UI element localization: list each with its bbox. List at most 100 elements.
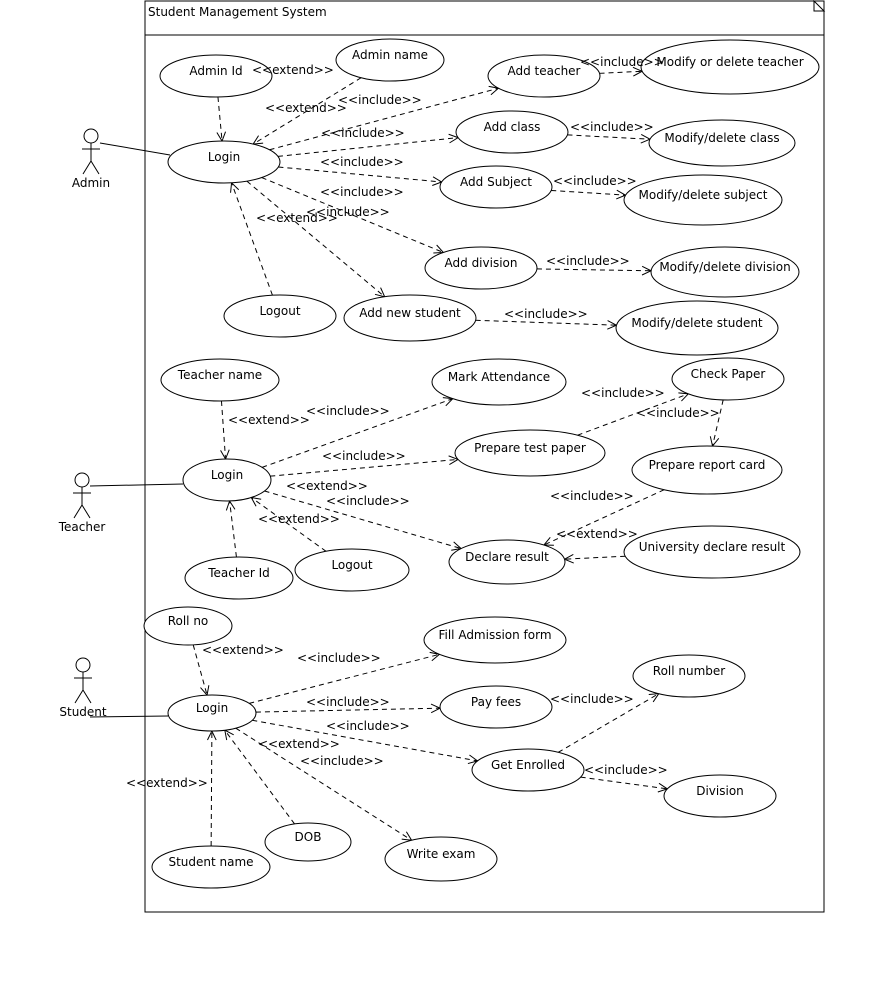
use-case-ellipse[interactable] (223, 294, 337, 338)
use-case-ellipse[interactable] (615, 300, 779, 356)
use-case-enrolled[interactable]: Get Enrolled (471, 748, 585, 792)
use-case-roll_no[interactable]: Roll no (143, 606, 233, 646)
dashed-dependency-line (551, 189, 626, 196)
relation-label: <<include>> (306, 404, 390, 418)
use-case-ellipse[interactable] (160, 358, 280, 402)
use-case-ellipse[interactable] (167, 694, 257, 732)
use-case-pay_fees[interactable]: Pay fees (439, 685, 553, 729)
note-fold-icon (813, 0, 826, 12)
use-case-label: Add class (484, 120, 541, 134)
dashed-dependency-line (249, 653, 440, 704)
relation-label: <<include>> (321, 126, 405, 140)
use-case-ellipse[interactable] (631, 445, 783, 495)
actor-admin[interactable]: Admin (72, 128, 110, 190)
use-case-mod_teacher[interactable]: Modify or delete teacher (640, 39, 820, 95)
use-case-univ[interactable]: University declare result (623, 525, 801, 579)
use-case-prep_report[interactable]: Prepare report card (631, 445, 783, 495)
use-case-ellipse[interactable] (671, 357, 785, 401)
use-case-declare[interactable]: Declare result (448, 539, 566, 585)
use-case-ellipse[interactable] (439, 165, 553, 209)
relation-label: <<include>> (546, 254, 630, 268)
use-case-ellipse[interactable] (487, 54, 601, 98)
use-case-admin_id[interactable]: Admin Id (159, 54, 273, 98)
system-title: Student Management System (148, 5, 327, 19)
dashed-dependency-line (252, 719, 478, 762)
use-case-ellipse[interactable] (431, 358, 567, 406)
use-case-ellipse[interactable] (294, 548, 410, 592)
use-case-label: Roll no (168, 614, 209, 628)
dashed-dependency-line (558, 693, 659, 753)
use-case-logout_a[interactable]: Logout (223, 294, 337, 338)
relation-label: <<include>> (326, 719, 410, 733)
use-case-ellipse[interactable] (159, 54, 273, 98)
use-case-ellipse[interactable] (143, 606, 233, 646)
use-case-ellipse[interactable] (182, 458, 272, 502)
use-case-mod_student[interactable]: Modify/delete student (615, 300, 779, 356)
association-line (99, 142, 171, 156)
use-case-ellipse[interactable] (384, 836, 498, 882)
use-case-ellipse[interactable] (663, 774, 777, 818)
use-case-login_s[interactable]: Login (167, 694, 257, 732)
use-case-teacher_id[interactable]: Teacher Id (184, 556, 294, 600)
use-case-check_paper[interactable]: Check Paper (671, 357, 785, 401)
use-case-ellipse[interactable] (343, 294, 477, 342)
use-case-student_name[interactable]: Student name (151, 845, 271, 889)
dashed-dependency-line (264, 490, 462, 550)
actor-student[interactable]: Student (59, 657, 107, 719)
use-case-ellipse[interactable] (648, 119, 796, 167)
dashed-dependency-line (224, 729, 295, 825)
use-case-ellipse[interactable] (471, 748, 585, 792)
dashed-dependency-line (229, 500, 237, 558)
use-case-dob[interactable]: DOB (264, 822, 352, 862)
use-case-ellipse[interactable] (632, 654, 746, 698)
use-case-ellipse[interactable] (454, 429, 606, 477)
use-case-label: Modify/delete subject (639, 188, 768, 202)
dashed-dependency-line (270, 458, 459, 477)
dashed-dependency-line (255, 707, 441, 713)
relation-label: <<include>> (297, 651, 381, 665)
use-case-ellipse[interactable] (455, 110, 569, 154)
use-case-mod_class[interactable]: Modify/delete class (648, 119, 796, 167)
use-case-admin_name[interactable]: Admin name (335, 38, 445, 82)
use-case-ellipse[interactable] (623, 174, 783, 226)
use-case-ellipse[interactable] (448, 539, 566, 585)
use-case-teacher_name[interactable]: Teacher name (160, 358, 280, 402)
use-case-login_t[interactable]: Login (182, 458, 272, 502)
actor-body-icon (74, 672, 92, 704)
use-case-add_division[interactable]: Add division (424, 246, 538, 290)
use-case-add_subject[interactable]: Add Subject (439, 165, 553, 209)
use-case-ellipse[interactable] (623, 525, 801, 579)
use-case-logout_t[interactable]: Logout (294, 548, 410, 592)
actor-head-icon (74, 472, 90, 488)
use-case-label: Login (208, 150, 240, 164)
use-case-add_teacher[interactable]: Add teacher (487, 54, 601, 98)
use-case-write_exam[interactable]: Write exam (384, 836, 498, 882)
dashed-dependency-line (220, 400, 227, 460)
use-case-mark_att[interactable]: Mark Attendance (431, 358, 567, 406)
use-case-ellipse[interactable] (335, 38, 445, 82)
use-case-ellipse[interactable] (151, 845, 271, 889)
use-case-ellipse[interactable] (264, 822, 352, 862)
actor-teacher[interactable]: Teacher (58, 472, 106, 534)
use-case-add_student[interactable]: Add new student (343, 294, 477, 342)
use-case-ellipse[interactable] (424, 246, 538, 290)
use-case-ellipse[interactable] (167, 140, 281, 184)
use-case-ellipse[interactable] (640, 39, 820, 95)
use-case-fill_adm[interactable]: Fill Admission form (423, 616, 567, 664)
relation-label: <<include>> (550, 692, 634, 706)
use-case-ellipse[interactable] (423, 616, 567, 664)
use-case-division[interactable]: Division (663, 774, 777, 818)
use-case-prep_test[interactable]: Prepare test paper (454, 429, 606, 477)
use-case-add_class[interactable]: Add class (455, 110, 569, 154)
use-case-ellipse[interactable] (184, 556, 294, 600)
use-case-label: Add division (445, 256, 518, 270)
use-case-mod_subject[interactable]: Modify/delete subject (623, 174, 783, 226)
use-case-roll_number[interactable]: Roll number (632, 654, 746, 698)
use-case-ellipse[interactable] (439, 685, 553, 729)
use-case-ellipse[interactable] (650, 246, 800, 298)
use-case-mod_division[interactable]: Modify/delete division (650, 246, 800, 298)
relation-label: <<include>> (550, 489, 634, 503)
use-case-login_a[interactable]: Login (167, 140, 281, 184)
dashed-dependency-line (269, 87, 499, 151)
relation-label: <<include>> (300, 754, 384, 768)
